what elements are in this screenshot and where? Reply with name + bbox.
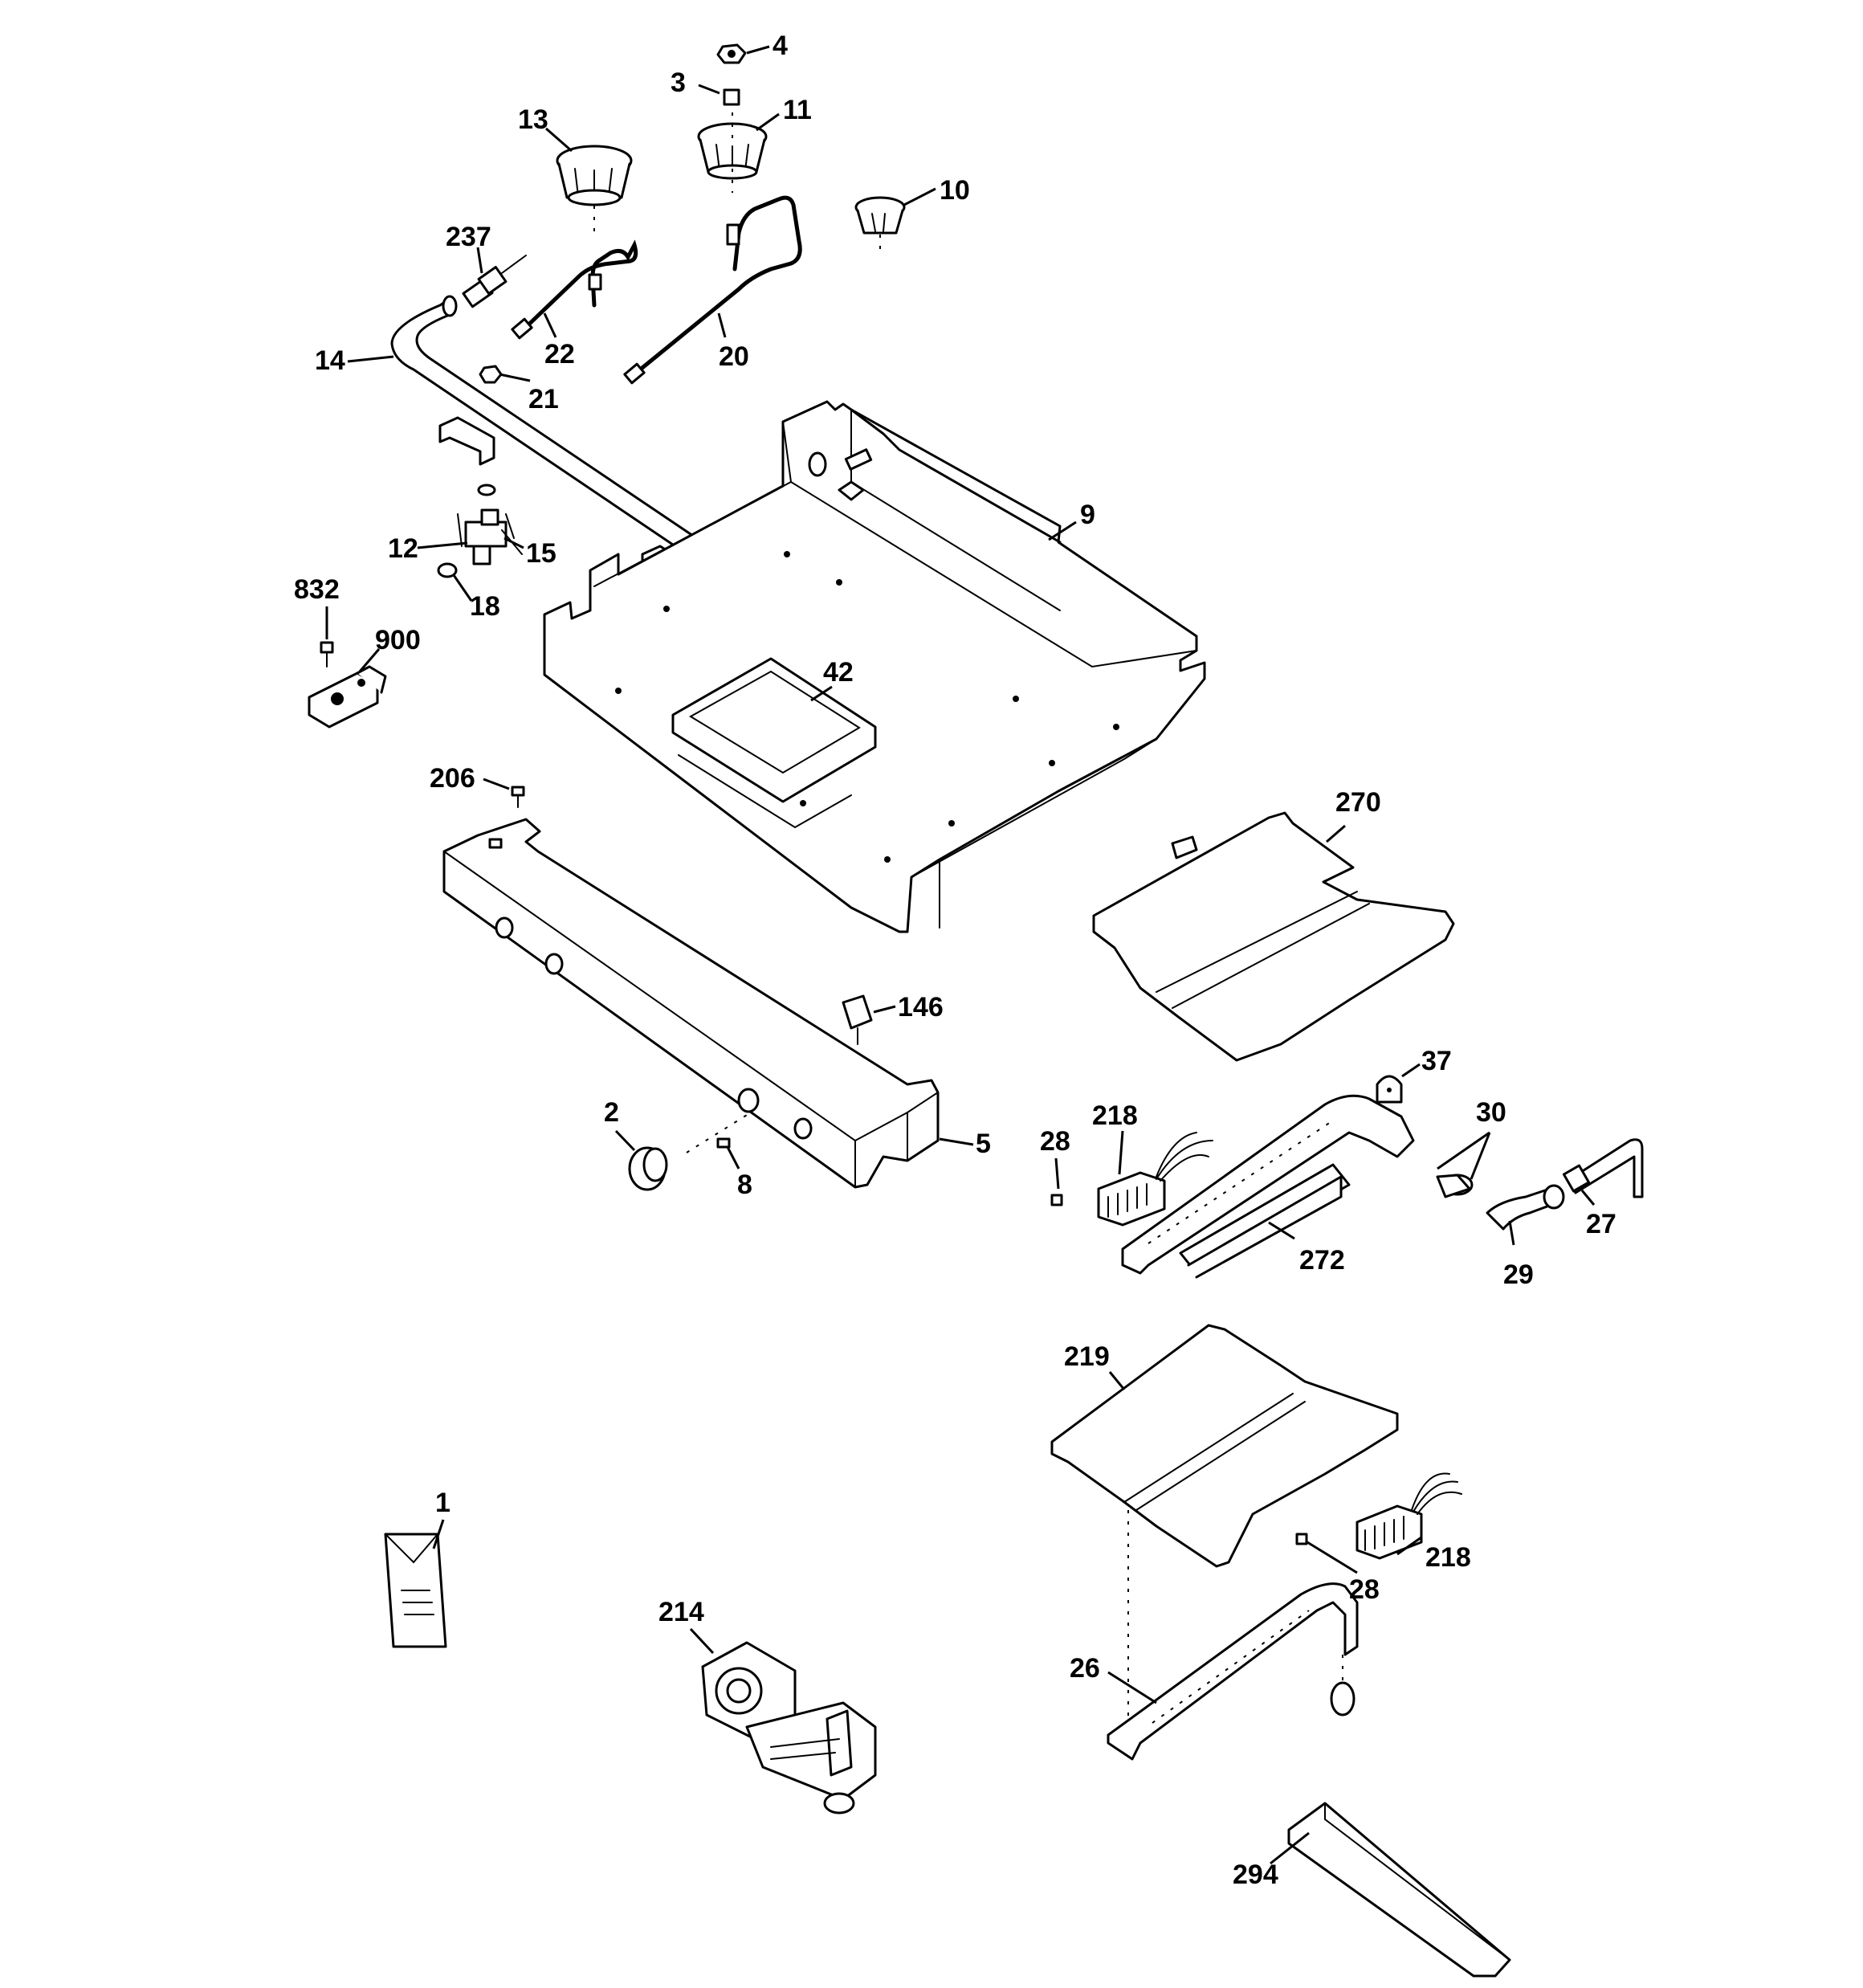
callout-900: 900 bbox=[375, 625, 421, 655]
part-900-bracket bbox=[308, 665, 387, 729]
part-832-screw bbox=[320, 641, 334, 667]
callout-2: 2 bbox=[604, 1097, 619, 1128]
part-146-clip bbox=[842, 994, 873, 1045]
callout-3: 3 bbox=[671, 67, 686, 98]
callout-18: 18 bbox=[470, 591, 500, 622]
callout-20: 20 bbox=[719, 341, 749, 372]
callout-11: 11 bbox=[783, 95, 812, 125]
manifold-bracket-left bbox=[438, 416, 495, 466]
callout-26: 26 bbox=[1070, 1653, 1100, 1684]
part-42-access-panel bbox=[671, 657, 877, 829]
callout-272: 272 bbox=[1299, 1245, 1345, 1276]
callout-5: 5 bbox=[976, 1129, 991, 1159]
part-272-burner-baffle bbox=[1179, 1163, 1351, 1279]
callout-27: 27 bbox=[1586, 1209, 1616, 1239]
part-11-burner-head bbox=[697, 112, 768, 193]
callout-218a: 218 bbox=[1092, 1100, 1138, 1131]
part-206-screw bbox=[511, 786, 525, 808]
part-4-nut bbox=[716, 43, 747, 64]
callout-22: 22 bbox=[544, 339, 575, 369]
part-270-heat-shield bbox=[1092, 811, 1455, 1062]
callout-28b: 28 bbox=[1349, 1574, 1380, 1605]
part-27-pipe bbox=[1562, 1138, 1644, 1198]
part-12-15-valve bbox=[457, 484, 523, 565]
callout-146: 146 bbox=[898, 992, 944, 1023]
callout-21: 21 bbox=[528, 384, 559, 414]
callout-4: 4 bbox=[773, 31, 788, 61]
callout-832: 832 bbox=[294, 574, 340, 605]
callout-218b: 218 bbox=[1425, 1542, 1471, 1573]
leader-lines bbox=[325, 45, 1596, 1865]
callout-15: 15 bbox=[526, 538, 556, 569]
part-13-burner-head bbox=[556, 145, 633, 233]
callout-14: 14 bbox=[315, 345, 345, 376]
part-37-clip bbox=[1376, 1075, 1403, 1104]
part-30-orifice bbox=[1436, 1174, 1474, 1198]
part-2-knob bbox=[628, 1146, 668, 1191]
callout-206: 206 bbox=[430, 763, 475, 794]
callout-10: 10 bbox=[940, 175, 970, 206]
part-1-literature-envelope bbox=[384, 1533, 447, 1648]
callout-9: 9 bbox=[1080, 500, 1095, 530]
callout-labels: 4 3 13 11 10 237 22 20 14 21 9 12 15 18 … bbox=[294, 31, 1616, 1890]
part-28-screw-lower bbox=[1295, 1533, 1308, 1545]
part-218-igniter-upper bbox=[1097, 1132, 1213, 1227]
part-294-bracket bbox=[1287, 1802, 1511, 1978]
part-8-screw bbox=[686, 1112, 752, 1153]
part-218-igniter-lower bbox=[1355, 1472, 1462, 1560]
callout-237: 237 bbox=[446, 222, 491, 252]
part-20-burner-tube bbox=[623, 195, 802, 385]
callout-13: 13 bbox=[518, 104, 548, 135]
part-28-screw-upper bbox=[1050, 1194, 1063, 1206]
part-10-burner-head bbox=[854, 196, 906, 254]
callout-28a: 28 bbox=[1040, 1126, 1070, 1157]
part-21-screw bbox=[479, 365, 503, 384]
callout-270: 270 bbox=[1335, 787, 1381, 818]
callout-8: 8 bbox=[737, 1170, 752, 1200]
callout-219: 219 bbox=[1064, 1341, 1110, 1372]
part-26-broil-burner bbox=[1107, 1510, 1359, 1761]
part-237-fitting bbox=[462, 255, 527, 308]
part-3-screw bbox=[723, 88, 740, 106]
callout-294: 294 bbox=[1233, 1859, 1278, 1890]
callout-12: 12 bbox=[388, 533, 418, 564]
part-219-heat-shield bbox=[1050, 1324, 1399, 1568]
callout-29: 29 bbox=[1503, 1259, 1534, 1290]
part-18-washer bbox=[437, 562, 458, 578]
part-5-manifold-panel bbox=[442, 818, 940, 1189]
bake-burner-tube bbox=[1121, 1094, 1415, 1275]
part-214-gas-valve bbox=[701, 1641, 877, 1815]
callout-1: 1 bbox=[435, 1488, 450, 1518]
callout-30: 30 bbox=[1476, 1097, 1506, 1128]
callout-37: 37 bbox=[1421, 1046, 1452, 1076]
callout-214: 214 bbox=[658, 1597, 704, 1627]
part-9-burner-box bbox=[543, 400, 1206, 933]
part-22-burner-tube bbox=[511, 239, 638, 340]
part-29-elbow bbox=[1486, 1184, 1565, 1231]
callout-42: 42 bbox=[823, 657, 854, 688]
